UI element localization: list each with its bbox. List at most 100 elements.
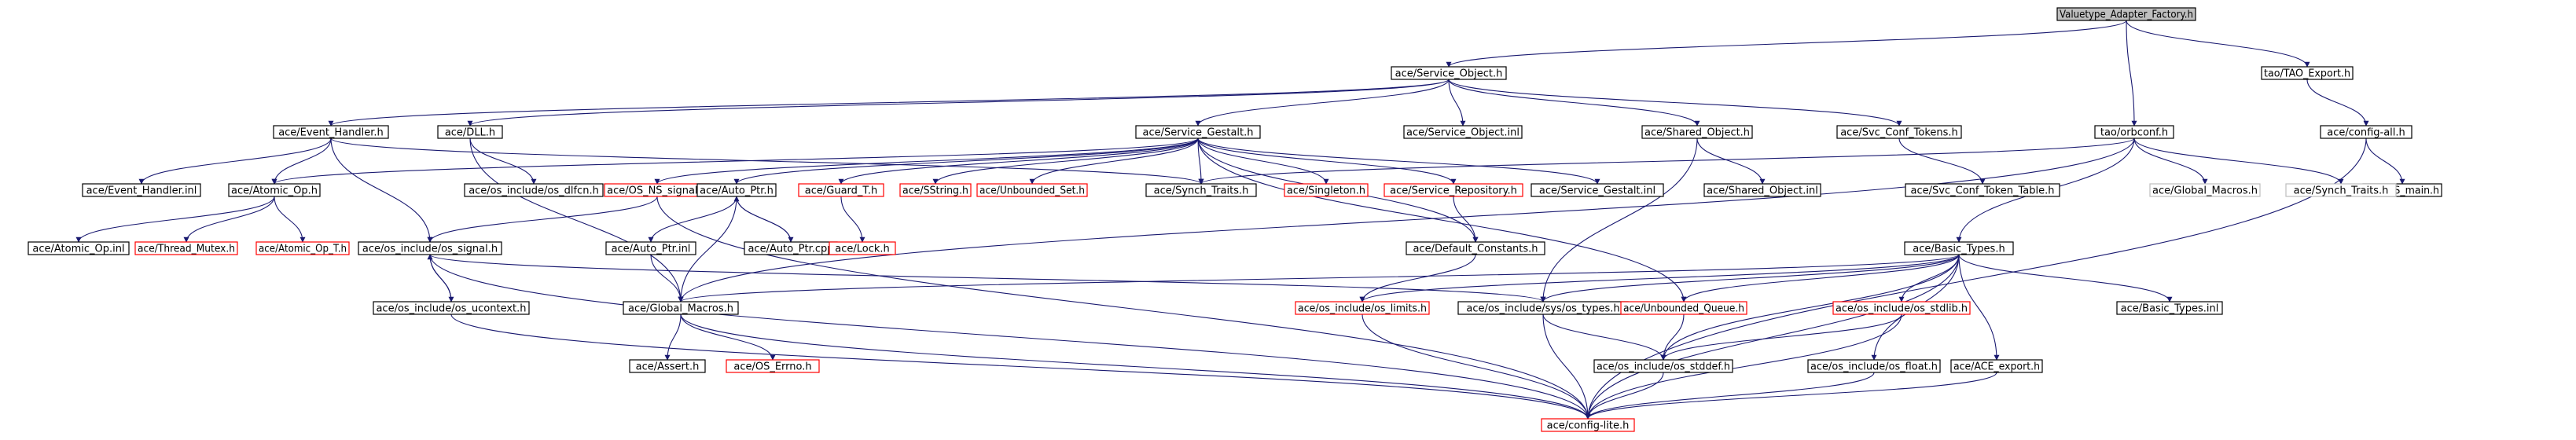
node-osstddef[interactable]: ace/os_include/os_stddef.h (1593, 359, 1733, 373)
node-servicerepository[interactable]: ace/Service_Repository.h (1384, 183, 1523, 197)
node-label: ace/os_include/os_float.h (1810, 361, 1938, 373)
node-box (696, 183, 777, 197)
node-label: ace/Service_Gestalt.h (1142, 127, 1253, 139)
edge-serviceobject-to-eventhandler (328, 79, 1450, 126)
node-servicegestalt[interactable]: ace/Service_Gestalt.h (1135, 125, 1261, 139)
node-servicegestaltinl[interactable]: ace/Service_Gestalt.inl (1531, 183, 1664, 197)
node-label: ace/Basic_Types.h (1913, 244, 2005, 255)
node-atomicopinl[interactable]: ace/Atomic_Op.inl (28, 241, 130, 255)
node-eventhandlerinl[interactable]: ace/Event_Handler.inl (82, 183, 201, 197)
node-autoptrcpp[interactable]: ace/Auto_Ptr.cpp (744, 241, 838, 255)
edge-serviceobject-to-dll (467, 79, 1450, 126)
node-box (1145, 183, 1257, 197)
edge-eventhandler-to-atomicop (271, 138, 332, 185)
node-aceexport[interactable]: ace/ACE_export.h (1950, 359, 2043, 373)
node-osstdlib[interactable]: ace/os_include/os_stdlib.h (1832, 301, 1971, 315)
node-basictypes[interactable]: ace/Basic_Types.h (1904, 241, 2014, 255)
edge-configall-to-osmain (2365, 138, 2405, 185)
node-osucontext[interactable]: ace/os_include/os_ucontext.h (373, 301, 530, 315)
node-osnssignal[interactable]: ace/OS_NS_signal.h (604, 183, 711, 197)
node-serviceobjectinl[interactable]: ace/Service_Object.inl (1403, 125, 1523, 139)
node-box (1406, 241, 1545, 255)
node-box (228, 183, 321, 197)
node-box (1703, 183, 1821, 197)
edge-atomicop-to-atomicopinl (75, 196, 275, 243)
node-dll[interactable]: ace/DLL.h (437, 125, 503, 139)
edge-servicegestalt-to-synchtraits (1197, 138, 1204, 185)
edge-eventhandler-to-eventhandlerinl (138, 138, 332, 185)
edge-osstddef-to-configlite (1585, 372, 1664, 420)
node-synchtraits[interactable]: ace/Synch_Traits.h (1145, 183, 1257, 197)
node-eventhandler[interactable]: ace/Event_Handler.h (273, 125, 389, 139)
node-globalmacros2[interactable]: ace/Global_Macros.h (2149, 183, 2261, 197)
node-oserrno[interactable]: ace/OS_Errno.h (726, 359, 820, 373)
edge-basictypes-to-configlite (1585, 254, 1960, 420)
node-svcconftokentable[interactable]: ace/Svc_Conf_Token_Table.h (1905, 183, 2060, 197)
node-box (82, 183, 201, 197)
edge-taoexport-to-configall (2306, 79, 2369, 126)
node-atomicopt[interactable]: ace/Atomic_Op_T.h (255, 241, 350, 255)
edge-ossignal-to-ostypes (429, 254, 1546, 302)
node-osfloat[interactable]: ace/os_include/os_float.h (1807, 359, 1941, 373)
node-box (358, 241, 502, 255)
node-threadmutex[interactable]: ace/Thread_Mutex.h (134, 241, 238, 255)
node-unboundedqueue[interactable]: ace/Unbounded_Queue.h (1620, 301, 1747, 315)
node-sharedobject[interactable]: ace/Shared_Object.h (1641, 125, 1753, 139)
edge-orbconf-to-globalmacros (678, 138, 2135, 302)
node-layer: Valuetype_Adapter_Factory.h ace/Service_O… (28, 7, 2442, 432)
edge-servicegestalt-to-unboundedset (1029, 138, 1199, 185)
node-label: ace/Event_Handler.h (278, 127, 384, 139)
node-sstring[interactable]: ace/SString.h (899, 183, 972, 197)
node-unboundedset[interactable]: ace/Unbounded_Set.h (976, 183, 1088, 197)
node-oslimits[interactable]: ace/os_include/os_limits.h (1295, 301, 1430, 315)
node-ostypes[interactable]: ace/os_include/sys/os_types.h (1457, 301, 1629, 315)
node-autoptr[interactable]: ace/Auto_Ptr.h (696, 183, 777, 197)
node-label: ace/Service_Object.inl (1406, 127, 1520, 139)
edge-svcconftokens-to-svcconftokentable (1898, 138, 1986, 185)
node-box (2285, 183, 2397, 197)
edge-osstdlib-to-osstddef (1660, 314, 1902, 361)
node-label: ace/os_include/os_dlfcn.h (469, 185, 599, 197)
edge-sharedobject-to-sharedobjectinl (1696, 138, 1766, 185)
node-box (1135, 125, 1261, 139)
edge-servicegestalt-to-autoptr (733, 138, 1199, 185)
edge-ostypes-to-osstddef (1542, 314, 1666, 361)
edge-basictypes-to-oslimits (1359, 254, 1960, 302)
node-taoexport[interactable]: tao/TAO_Export.h (2261, 66, 2354, 80)
node-vaf: Valuetype_Adapter_Factory.h (2056, 7, 2196, 21)
node-atomicop[interactable]: ace/Atomic_Op.h (228, 183, 321, 197)
node-box (629, 359, 706, 373)
node-autoptrinl[interactable]: ace/Auto_Ptr.inl (605, 241, 696, 255)
node-box (464, 183, 604, 197)
edge-autoptr-to-autoptrinl (648, 196, 737, 243)
node-label: ace/Svc_Conf_Token_Table.h (1911, 185, 2055, 197)
node-lock[interactable]: ace/Lock.h (829, 241, 896, 255)
node-configall[interactable]: ace/config-all.h (2320, 125, 2412, 139)
node-orbconf[interactable]: tao/orbconf.h (2094, 125, 2174, 139)
node-svcconftokens[interactable]: ace/Svc_Conf_Tokens.h (1836, 125, 1962, 139)
edge-autoptrcpp-to-autoptr (733, 196, 792, 243)
node-synchtraits2[interactable]: ace/Synch_Traits.h (2285, 183, 2397, 197)
node-singleton[interactable]: ace/Singleton.h (1284, 183, 1369, 197)
node-box (798, 183, 884, 197)
node-basictypesinl[interactable]: ace/Basic_Types.inl (2116, 301, 2223, 315)
node-assert[interactable]: ace/Assert.h (629, 359, 706, 373)
node-label: ace/Auto_Ptr.cpp (748, 244, 833, 255)
node-label: ace/os_include/os_stddef.h (1597, 361, 1730, 373)
node-sharedobjectinl[interactable]: ace/Shared_Object.inl (1703, 183, 1821, 197)
node-box (1905, 183, 2060, 197)
node-ossignal[interactable]: ace/os_include/os_signal.h (358, 241, 502, 255)
node-defaultconstants[interactable]: ace/Default_Constants.h (1406, 241, 1545, 255)
edge-eventhandler-to-ossignal (330, 138, 433, 243)
node-globalmacros[interactable]: ace/Global_Macros.h (623, 301, 739, 315)
node-guardt[interactable]: ace/Guard_T.h (798, 183, 884, 197)
edge-configall-to-configlite (1585, 138, 2367, 420)
node-osdlfcn[interactable]: ace/os_include/os_dlfcn.h (464, 183, 604, 197)
node-box (1384, 183, 1523, 197)
node-label: ace/Atomic_Op.inl (32, 244, 124, 255)
node-serviceobject[interactable]: ace/Service_Object.h (1391, 66, 1507, 80)
node-label: ace/Unbounded_Queue.h (1623, 303, 1744, 315)
edge-globalmacros-to-oserrno (680, 314, 776, 361)
node-configlite[interactable]: ace/config-lite.h (1541, 418, 1635, 432)
